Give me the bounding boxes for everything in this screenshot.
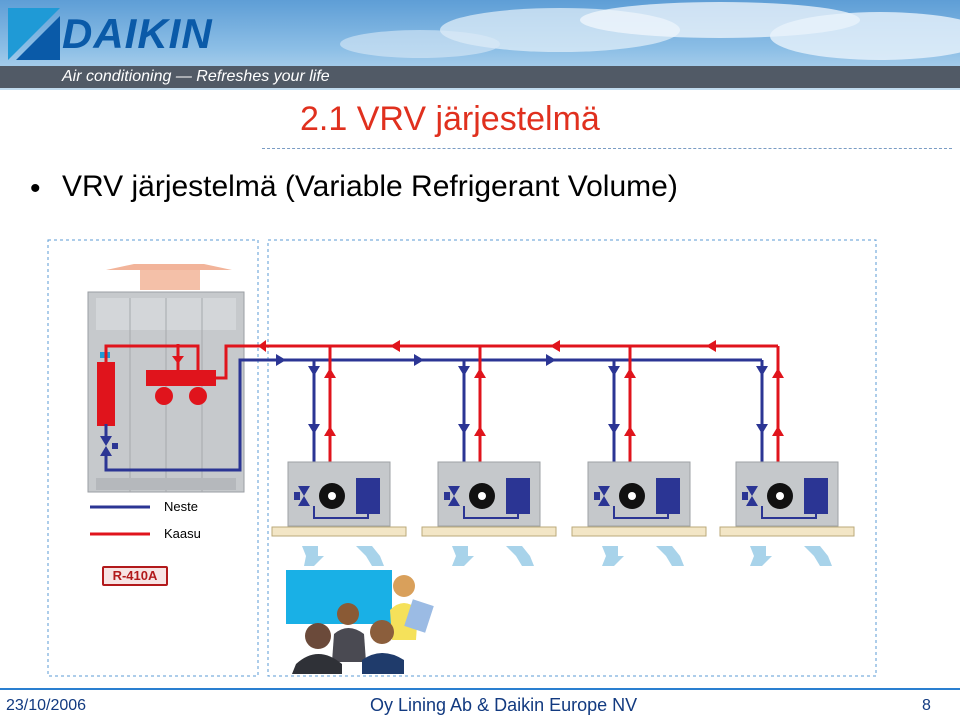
airflow-arrow-icon <box>302 546 832 566</box>
footer-company: Oy Lining Ab & Daikin Europe NV <box>370 695 638 715</box>
tagline-bar <box>0 66 960 88</box>
title-divider <box>262 148 952 149</box>
vrv-system-diagram <box>47 239 877 677</box>
compressor-icon <box>146 370 216 386</box>
indoor-unit <box>571 461 707 537</box>
slide-title: 2.1 VRV järjestelmä <box>300 100 600 138</box>
footer-date: 23/10/2006 <box>6 697 87 714</box>
indoor-unit <box>271 461 407 537</box>
valve-icon <box>100 436 118 456</box>
bullet-text: VRV järjestelmä (Variable Refrigerant Vo… <box>62 170 678 203</box>
refrigerant-badge: R-410A <box>102 566 168 586</box>
legend-gas-label: Kaasu <box>164 526 201 541</box>
tagline: Air conditioning — Refreshes your life <box>62 68 330 85</box>
footer-divider <box>0 688 960 690</box>
receiver-icon <box>97 362 115 426</box>
daikin-logo-icon <box>8 8 60 60</box>
legend-liquid-label: Neste <box>164 499 198 514</box>
page-number: 8 <box>922 697 931 714</box>
header-banner: DAIKIN Air conditioning — Refreshes your… <box>0 0 960 90</box>
indoor-unit <box>719 461 855 537</box>
outdoor-panel <box>47 239 259 677</box>
brand-name: DAIKIN <box>62 10 213 57</box>
sky-clouds-icon <box>340 2 960 60</box>
meeting-illustration-icon <box>286 570 434 674</box>
bullet-icon: • <box>30 172 41 205</box>
indoor-unit <box>421 461 557 537</box>
